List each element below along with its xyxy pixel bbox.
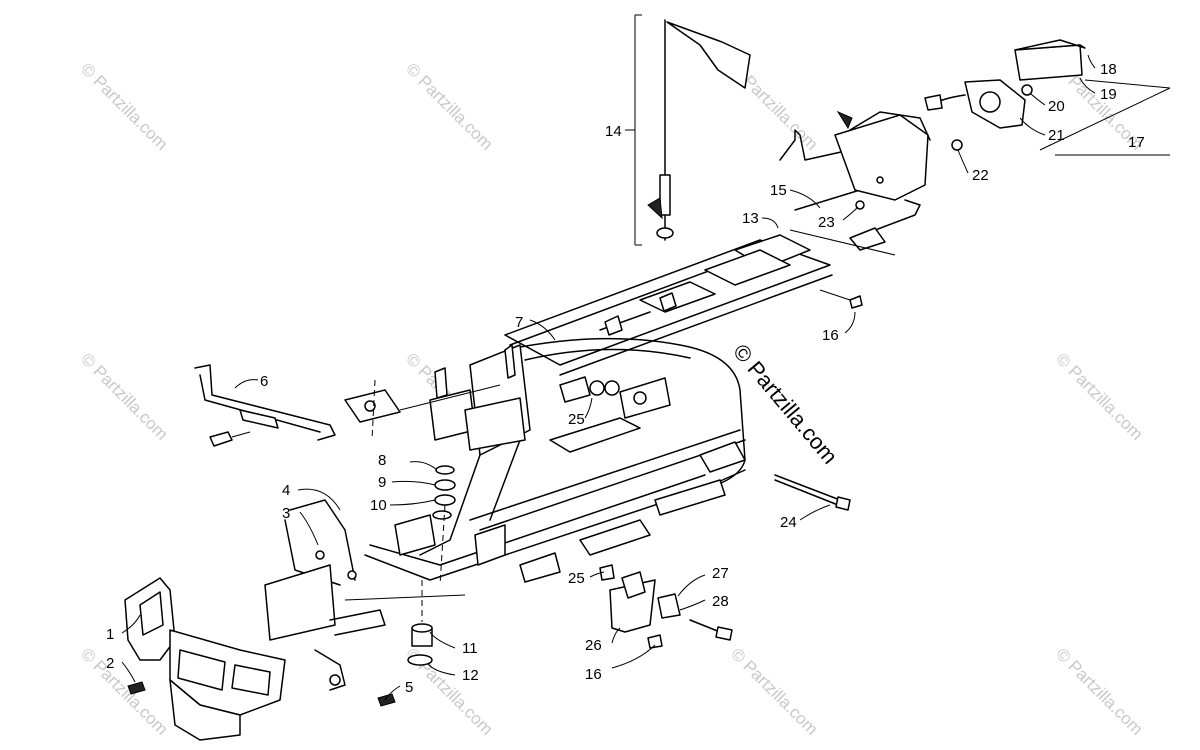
callout-18: 18 bbox=[1100, 61, 1117, 78]
rear-rack bbox=[779, 110, 931, 256]
callout-8: 8 bbox=[378, 452, 386, 469]
callout-16-rear: 16 bbox=[822, 327, 839, 344]
front-bumper bbox=[124, 499, 466, 741]
callout-19: 19 bbox=[1100, 86, 1117, 103]
bolt-hardware bbox=[774, 289, 863, 511]
callout-22: 22 bbox=[972, 167, 989, 184]
callout-28: 28 bbox=[712, 593, 729, 610]
callout-7: 7 bbox=[515, 314, 523, 331]
callout-6: 6 bbox=[260, 373, 268, 390]
watermark-layer: © Partzilla.com © Partzilla.com © Partzi… bbox=[77, 59, 1146, 738]
lower-mount bbox=[599, 564, 733, 649]
callout-23: 23 bbox=[818, 214, 835, 231]
callout-26: 26 bbox=[585, 637, 602, 654]
leader-lines bbox=[121, 54, 1096, 701]
callout-9: 9 bbox=[378, 474, 386, 491]
callout-11: 11 bbox=[462, 640, 478, 657]
callout-2: 2 bbox=[106, 655, 114, 672]
bushing-set bbox=[407, 580, 433, 666]
callout-27: 27 bbox=[712, 565, 729, 582]
callout-15: 15 bbox=[770, 182, 787, 199]
callout-5: 5 bbox=[405, 679, 413, 696]
callout-20: 20 bbox=[1048, 98, 1065, 115]
callout-12: 12 bbox=[462, 667, 479, 684]
taillight-assembly bbox=[924, 39, 1171, 156]
watermark: © Partzilla.com bbox=[77, 349, 171, 443]
callout-labels: 1 2 3 4 5 6 7 8 9 10 11 12 13 14 15 16 1… bbox=[106, 61, 1145, 696]
callout-14: 14 bbox=[605, 123, 622, 140]
callout-21: 21 bbox=[1048, 127, 1065, 144]
callout-10: 10 bbox=[370, 497, 387, 514]
brand-label: © Partzilla.com bbox=[728, 339, 842, 469]
callout-4: 4 bbox=[282, 482, 290, 499]
watermark: © Partzilla.com bbox=[727, 644, 821, 738]
front-bracket bbox=[194, 364, 501, 447]
washer-stack bbox=[432, 465, 456, 586]
safety-flag bbox=[634, 14, 751, 246]
callout-25-upper: 25 bbox=[568, 411, 585, 428]
callout-16-lower: 16 bbox=[585, 666, 602, 683]
callout-24: 24 bbox=[780, 514, 797, 531]
watermark: © Partzilla.com bbox=[1052, 644, 1146, 738]
watermark: © Partzilla.com bbox=[77, 59, 171, 153]
main-frame bbox=[364, 234, 833, 583]
callout-17: 17 bbox=[1128, 134, 1145, 151]
callout-3: 3 bbox=[282, 505, 290, 522]
callout-13: 13 bbox=[742, 210, 759, 227]
watermark: © Partzilla.com bbox=[1052, 349, 1146, 443]
callout-25-lower: 25 bbox=[568, 570, 585, 587]
watermark: © Partzilla.com bbox=[402, 59, 496, 153]
callout-1: 1 bbox=[106, 626, 114, 643]
